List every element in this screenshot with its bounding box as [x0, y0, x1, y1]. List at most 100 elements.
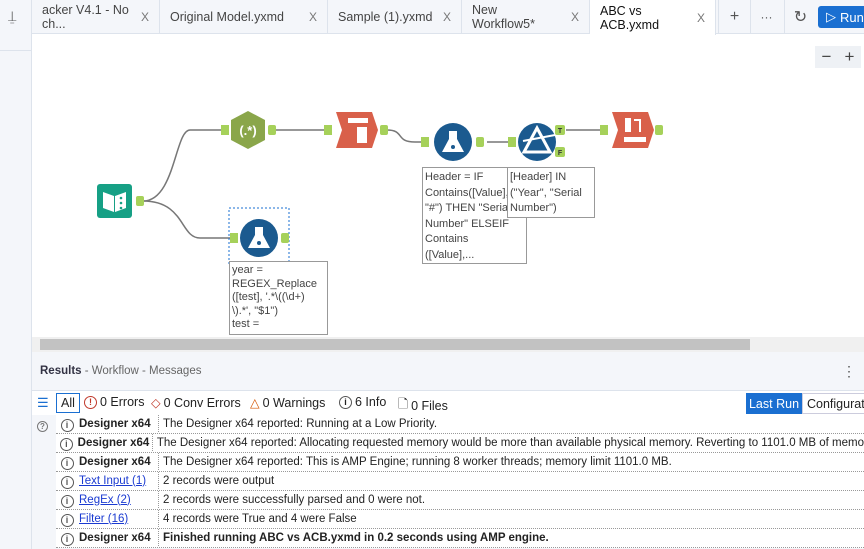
- workflow-canvas[interactable]: (.*) T F: [32, 35, 864, 337]
- tool-link[interactable]: Text Input (1): [79, 474, 147, 487]
- formula-tool-icon: [421, 123, 484, 161]
- message-source: Designer x64: [77, 434, 153, 452]
- results-breadcrumb: - Workflow - Messages: [81, 365, 202, 377]
- source-label: Designer x64: [79, 455, 151, 468]
- run-button[interactable]: ▷Run: [818, 6, 864, 28]
- pin-icon[interactable]: ⍊: [8, 8, 17, 24]
- zoom-out-button[interactable]: −: [821, 47, 832, 66]
- zoom-in-button[interactable]: +: [844, 47, 855, 66]
- message-text: 2 records were successfully parsed and 0…: [163, 494, 426, 506]
- error-icon: !: [84, 395, 97, 409]
- tab-label: Original Model.yxmd: [170, 10, 284, 24]
- run-label: Run: [840, 9, 864, 25]
- info-icon: i: [56, 492, 78, 508]
- formula-annotation: year = REGEX_Replace ([test], '.*\((\d+)…: [229, 261, 328, 335]
- source-label: Designer x64: [79, 417, 151, 430]
- tab-new-workflow5[interactable]: New Workflow5* X: [462, 0, 590, 34]
- warning-icon: △: [250, 396, 260, 410]
- message-text: The Designer x64 reported: This is AMP E…: [163, 456, 672, 468]
- info-icon: i: [56, 473, 78, 489]
- tab-label: acker V4.1 - No ch...: [42, 3, 129, 31]
- add-tab-button[interactable]: +: [718, 0, 750, 34]
- connection: [142, 129, 222, 202]
- info-icon: i: [56, 530, 78, 546]
- close-icon[interactable]: X: [442, 10, 451, 24]
- filter-annotation: [Header] IN ("Year", "Serial Number"): [507, 167, 595, 218]
- info-icon: i: [56, 454, 78, 470]
- cross-tab-tool-icon: [324, 112, 388, 148]
- close-icon[interactable]: X: [570, 10, 579, 24]
- formula-tool-selected-icon: [228, 207, 290, 265]
- info-icon: i: [339, 395, 352, 409]
- message-text: The Designer x64 reported: Running at a …: [163, 418, 438, 430]
- info-icon: i: [56, 416, 78, 432]
- filter-label: 0 Files: [411, 398, 448, 413]
- results-toolbar: [32, 390, 864, 415]
- conv-error-icon: ◇: [151, 396, 161, 410]
- filter-warnings-button[interactable]: △0 Warnings: [250, 395, 326, 411]
- close-icon[interactable]: X: [140, 10, 149, 24]
- file-icon: 🗋: [398, 397, 409, 411]
- tab-original-model[interactable]: Original Model.yxmd X: [160, 0, 328, 34]
- true-anchor-label: T: [558, 128, 563, 135]
- filter-errors-button[interactable]: !0 Errors: [84, 395, 144, 409]
- message-source: Designer x64: [78, 453, 159, 471]
- filter-tool-icon: T F: [508, 123, 565, 161]
- message-source: Filter (16): [78, 510, 159, 528]
- help-icon[interactable]: ?: [37, 418, 48, 432]
- message-source: RegEx (2): [78, 491, 159, 509]
- message-source: Designer x64: [78, 415, 159, 433]
- more-options-icon[interactable]: ⋮: [842, 363, 856, 379]
- connection: [386, 129, 421, 143]
- text-input-tool-icon: [97, 184, 144, 218]
- tab-label: Sample (1).yxmd: [338, 10, 433, 24]
- tool-link[interactable]: RegEx (2): [79, 493, 131, 506]
- filter-conv-errors-button[interactable]: ◇0 Conv Errors: [151, 395, 241, 411]
- filter-label: 0 Conv Errors: [163, 395, 241, 410]
- message-text: The Designer x64 reported: Allocating re…: [156, 437, 864, 449]
- message-text: 4 records were True and 4 were False: [163, 513, 357, 525]
- source-label: Designer x64: [79, 531, 151, 544]
- tab-sample[interactable]: Sample (1).yxmd X: [328, 0, 462, 34]
- info-icon: i: [56, 511, 78, 527]
- configuration-button[interactable]: Configuration: [802, 393, 864, 414]
- info-icon: i: [56, 435, 77, 451]
- horizontal-scrollbar[interactable]: [32, 337, 864, 352]
- results-header: Results - Workflow - Messages: [40, 365, 201, 377]
- filter-files-button[interactable]: 🗋0 Files: [398, 395, 448, 416]
- history-icon[interactable]: ↻: [784, 0, 816, 34]
- false-anchor-label: F: [558, 150, 563, 157]
- close-icon[interactable]: X: [308, 10, 317, 24]
- filter-label: 0 Warnings: [262, 395, 326, 410]
- transpose-tool-icon: [600, 112, 663, 148]
- tab-label: New Workflow5*: [472, 3, 535, 31]
- message-source: Text Input (1): [78, 472, 159, 490]
- connection: [142, 200, 230, 239]
- connections: (.*) T F: [97, 111, 663, 265]
- scrollbar-thumb[interactable]: [40, 339, 750, 350]
- close-icon[interactable]: X: [696, 10, 705, 25]
- source-label: Designer x64: [77, 436, 150, 449]
- filter-label: 6 Info: [355, 395, 387, 409]
- regex-label: (.*): [239, 123, 256, 138]
- last-run-button[interactable]: Last Run: [746, 393, 802, 414]
- list-view-icon[interactable]: ☰: [37, 395, 49, 410]
- filter-all-button[interactable]: All: [56, 393, 80, 413]
- tool-link[interactable]: Filter (16): [79, 512, 129, 525]
- divider: [0, 50, 32, 51]
- filter-label: 0 Errors: [100, 395, 145, 409]
- message-source: Designer x64: [78, 529, 159, 547]
- message-text: Finished running ABC vs ACB.yxmd in 0.2 …: [163, 532, 549, 544]
- results-title: Results: [40, 365, 82, 377]
- more-button[interactable]: ···: [750, 0, 782, 34]
- tab-workflow-1[interactable]: acker V4.1 - No ch... X: [32, 0, 160, 34]
- tab-bar: acker V4.1 - No ch... X Original Model.yx…: [32, 0, 864, 35]
- left-panel-strip: ⍊: [0, 0, 32, 549]
